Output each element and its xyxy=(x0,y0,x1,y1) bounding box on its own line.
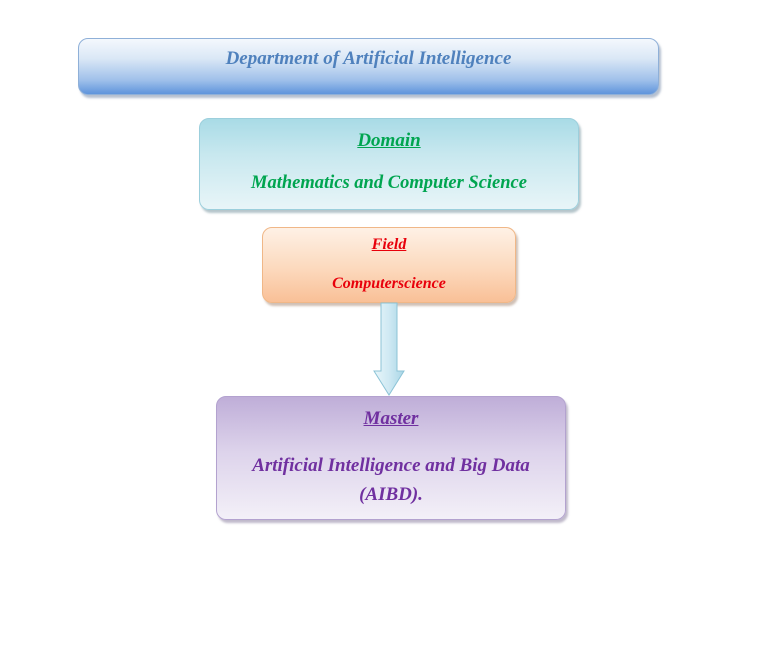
field-text: Computerscience xyxy=(332,275,446,292)
field-heading: Field xyxy=(371,236,407,253)
master-box: Master Artificial Intelligence and Big D… xyxy=(216,396,566,520)
master-heading: Master xyxy=(363,408,419,429)
department-title: Department of Artificial Intelligence xyxy=(225,48,512,69)
department-box: Department of Artificial Intelligence xyxy=(78,38,659,95)
down-arrow-icon xyxy=(373,302,405,396)
master-text: Artificial Intelligence and Big Data (AI… xyxy=(252,455,530,505)
field-box: Field Computerscience xyxy=(262,227,516,303)
domain-heading: Domain xyxy=(357,130,421,151)
domain-text: Mathematics and Computer Science xyxy=(251,173,527,193)
domain-box: Domain Mathematics and Computer Science xyxy=(199,118,579,210)
